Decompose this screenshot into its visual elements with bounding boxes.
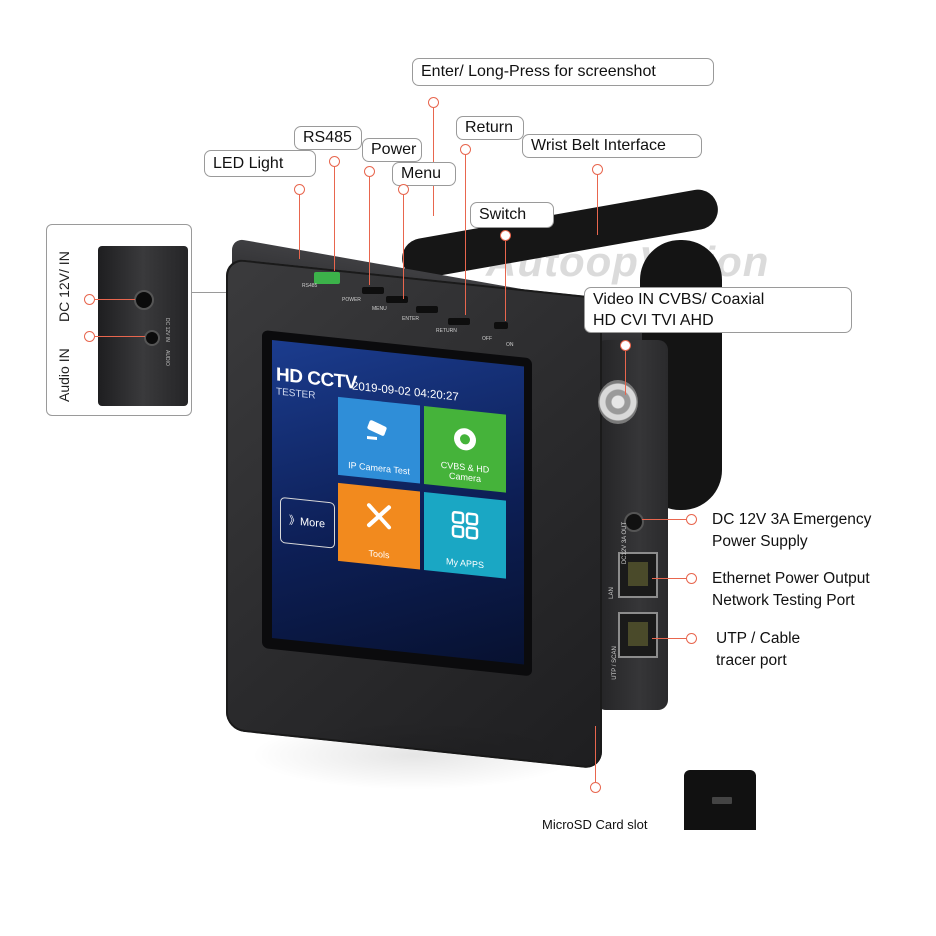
side-label-lan: LAN [608,587,615,599]
inset-label-dc: DC 12V/ IN [56,251,72,322]
inset-leader-audio [95,336,145,337]
leader-return [465,155,466,315]
utp-scan-port [618,612,658,658]
callout-dot-enter [428,97,439,108]
tools-icon [367,503,391,530]
ip-camera-icon [367,420,387,441]
rs485-terminal [314,272,340,284]
leader-microsd [595,726,596,782]
callout-microsd: MicroSD Card slot [542,817,648,832]
inset-leader-dc [95,299,135,300]
callout-dot-led [294,184,305,195]
callout-dot-switch [500,230,511,241]
top-label-on: ON [506,342,514,348]
inset-audio-jack [144,330,160,346]
tile-tools[interactable]: Tools [338,482,420,570]
callout-switch: Switch [470,202,554,228]
return-button[interactable] [448,318,470,325]
apps-grid-icon [451,510,479,540]
leader-dc [642,519,686,520]
switch-toggle[interactable] [494,322,508,329]
callout-dc-line1: DC 12V 3A Emergency [712,511,872,528]
top-label-off: OFF [482,336,492,342]
callout-video-line2: HD CVI TVI AHD [593,312,714,329]
callout-dot-dc [686,514,697,525]
inset-device-side [98,246,188,406]
side-label-dc: DC12V 3A OUT [622,521,629,565]
callout-dot-wrist [592,164,603,175]
top-label-enter: ENTER [402,316,419,322]
tile-cvbs-hd-camera[interactable]: CVBS & HD Camera [424,405,506,493]
tile-label: Tools [368,548,390,561]
callout-eth-line2: Network Testing Port [712,592,855,609]
callout-power: Power [362,138,422,162]
dome-camera-icon [454,428,476,451]
leader-power [369,177,370,285]
inset-dot-dc [84,294,95,305]
inset-label-audio: Audio IN [56,348,72,402]
leader-ethernet [652,578,686,579]
leader-utp [652,638,686,639]
inset-connector-line [192,292,226,293]
callout-dot-microsd [590,782,601,793]
menu-button[interactable] [386,296,408,303]
callout-utp-line2: tracer port [716,652,787,669]
enter-button[interactable] [416,306,438,313]
microsd-slot [712,797,732,804]
side-label-utp: UTP / SCAN [611,646,618,680]
tile-label: My APPS [445,556,484,571]
leader-rs485 [334,167,335,271]
tile-my-apps[interactable]: My APPS [424,491,506,579]
leader-video [625,351,626,395]
tile-ip-camera-test[interactable]: IP Camera Test [338,396,420,484]
callout-eth-line1: Ethernet Power Output [712,570,870,587]
inset-port-text-dc: DC 12V IN [164,318,170,342]
callout-dot-ethernet [686,573,697,584]
device-screen: HD CCTV TESTER 2019-09-02 04:20:27 》More… [272,340,524,665]
leader-menu [403,195,404,299]
leader-led [299,195,300,259]
inset-dot-audio [84,331,95,342]
leader-wrist [597,175,598,235]
callout-video-line1: Video IN CVBS/ Coaxial [593,291,765,308]
callout-utp-line1: UTP / Cable [716,630,801,647]
callout-rs485: RS485 [294,126,362,150]
callout-dot-utp [686,633,697,644]
device-reflection [250,720,580,790]
callout-return: Return [456,116,524,140]
callout-enter: Enter/ Long-Press for screenshot [412,58,714,86]
callout-dot-power [364,166,375,177]
callout-dot-rs485 [329,156,340,167]
leader-switch [505,241,506,321]
power-button[interactable] [362,287,384,294]
callout-led-light: LED Light [204,150,316,177]
callout-wrist-belt: Wrist Belt Interface [522,134,702,158]
inset-port-text-audio: AUDIO [164,350,170,366]
inset-dc-jack [134,290,154,310]
top-label-power: POWER [342,297,361,303]
callout-dot-video [620,340,631,351]
callout-dot-menu [398,184,409,195]
more-button[interactable]: 》More [280,496,335,549]
callout-dot-return [460,144,471,155]
callout-menu: Menu [392,162,456,186]
callout-video-in: Video IN CVBS/ Coaxial HD CVI TVI AHD [584,287,852,333]
lan-port [618,552,658,598]
top-label-rs485: RS485 [302,283,318,289]
callout-dc-line2: Power Supply [712,533,808,550]
dc-out-jack [624,512,644,532]
top-label-menu: MENU [372,306,387,312]
top-label-return: RETURN [436,328,457,334]
tile-label: CVBS & HD Camera [440,459,490,484]
bnc-connector [598,380,638,424]
tile-label: IP Camera Test [348,460,410,477]
